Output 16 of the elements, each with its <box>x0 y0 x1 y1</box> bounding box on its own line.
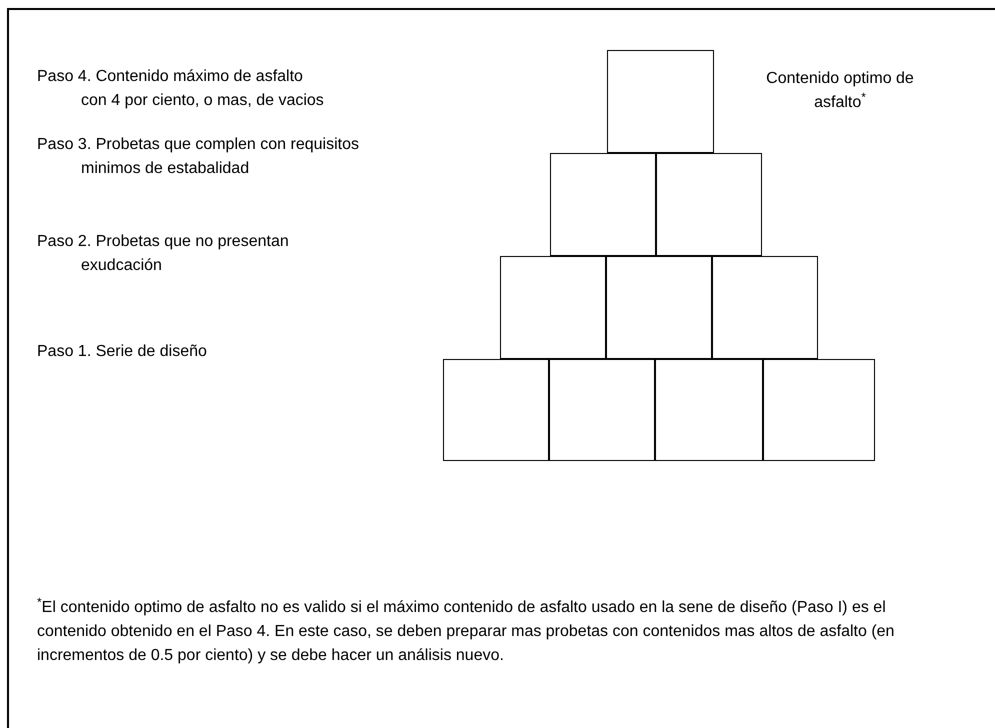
pyramid-block <box>606 256 712 359</box>
step-label: Paso 3. Probetas que complen con requisitos minimos de estabalidad <box>37 135 360 179</box>
pyramid-block <box>712 256 818 359</box>
step-label: Paso 4. Contenido máximo de asfalto con 4 por ciento, o mas, de vacios <box>37 67 325 111</box>
pyramid-block <box>656 153 762 256</box>
pyramid-block <box>607 50 714 153</box>
pyramid-block <box>443 359 549 461</box>
pyramid-block <box>550 153 656 256</box>
footnote-text: $^{*}$El contenido optimo de asfalto no es valido si el máximo contenido de asfalto usado en la sene de diseño (Paso I) es el contenido obtenido en el Paso 4. En este caso, se deben preparar mas probetas con contenidos mas altos de asfalto (en incrementos de 0.5 por ciento) y se debe hacer un análisis nuevo. <box>37 596 896 666</box>
step-label: Paso 2. Probetas que no presentan exudcación <box>37 232 290 276</box>
step-label: Paso 1. Serie de diseño <box>37 342 208 362</box>
pyramid-block <box>500 256 606 359</box>
step-label: Contenido optimo de asfalto$^{*}$ <box>765 69 915 113</box>
pyramid-block <box>549 359 655 461</box>
pyramid-block <box>763 359 875 461</box>
pyramid-block <box>655 359 763 461</box>
